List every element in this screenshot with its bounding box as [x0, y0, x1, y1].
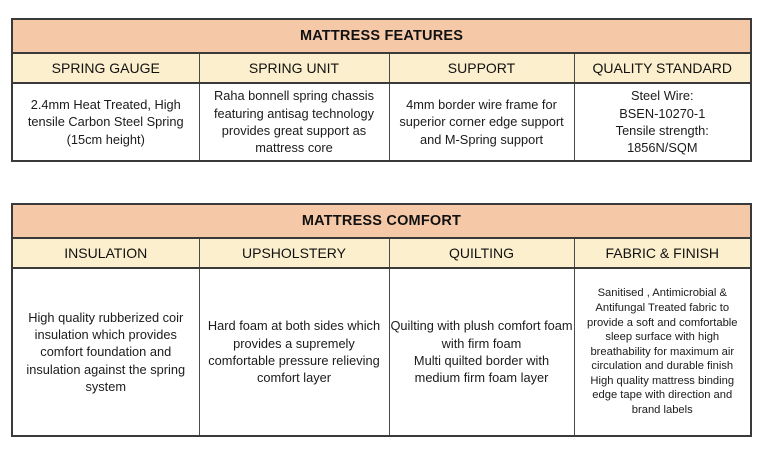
- cell-text: 4mm border wire frame for superior corne…: [399, 97, 564, 147]
- cell-quality-standard: Steel Wire: BSEN-10270-1 Tensile strengt…: [573, 82, 752, 162]
- table-title-row: MATTRESS FEATURES: [11, 18, 752, 54]
- cell-quilting: Quilting with plush comfort foam with fi…: [388, 267, 575, 437]
- cell-text: Steel Wire: BSEN-10270-1 Tensile strengt…: [615, 88, 709, 156]
- column-header-insulation: INSULATION: [11, 237, 200, 269]
- column-header-spring-gauge: SPRING GAUGE: [11, 52, 200, 84]
- column-header-upsholstery: UPSHOLSTERY: [198, 237, 390, 269]
- column-header-quilting: QUILTING: [388, 237, 575, 269]
- column-header-spring-unit: SPRING UNIT: [198, 52, 390, 84]
- table-header-row: SPRING GAUGE SPRING UNIT SUPPORT QUALITY…: [11, 52, 752, 84]
- cell-text: Hard foam at both sides which provides a…: [207, 318, 381, 386]
- column-header-fabric-and-finish: FABRIC & FINISH: [573, 237, 752, 269]
- table-title-mattress-features: MATTRESS FEATURES: [11, 18, 752, 54]
- cell-text: Quilting with plush comfort foam with fi…: [390, 318, 573, 386]
- table-row: 2.4mm Heat Treated, High tensile Carbon …: [11, 82, 752, 162]
- column-header-support: SUPPORT: [388, 52, 575, 84]
- cell-spring-gauge: 2.4mm Heat Treated, High tensile Carbon …: [11, 82, 200, 162]
- table-header-row: INSULATION UPSHOLSTERY QUILTING FABRIC &…: [11, 237, 752, 269]
- mattress-features-table: MATTRESS FEATURES SPRING GAUGE SPRING UN…: [11, 18, 753, 162]
- cell-insulation: High quality rubberized coir insulation …: [11, 267, 200, 437]
- cell-text: High quality rubberized coir insulation …: [26, 309, 186, 394]
- mattress-comfort-table: MATTRESS COMFORT INSULATION UPSHOLSTERY …: [11, 203, 753, 437]
- table-title-mattress-comfort: MATTRESS COMFORT: [11, 203, 752, 239]
- table-title-row: MATTRESS COMFORT: [11, 203, 752, 239]
- cell-spring-unit: Raha bonnell spring chassis featuring an…: [198, 82, 390, 162]
- cell-upsholstery: Hard foam at both sides which provides a…: [198, 267, 390, 437]
- cell-text: Raha bonnell spring chassis featuring an…: [213, 88, 375, 156]
- table-row: High quality rubberized coir insulation …: [11, 267, 752, 437]
- cell-text: 2.4mm Heat Treated, High tensile Carbon …: [27, 97, 184, 147]
- cell-fabric-and-finish: Sanitised , Antimicrobial & Antifungal T…: [573, 267, 752, 437]
- cell-support: 4mm border wire frame for superior corne…: [388, 82, 575, 162]
- cell-text: Sanitised , Antimicrobial & Antifungal T…: [587, 287, 738, 416]
- column-header-quality-standard: QUALITY STANDARD: [573, 52, 752, 84]
